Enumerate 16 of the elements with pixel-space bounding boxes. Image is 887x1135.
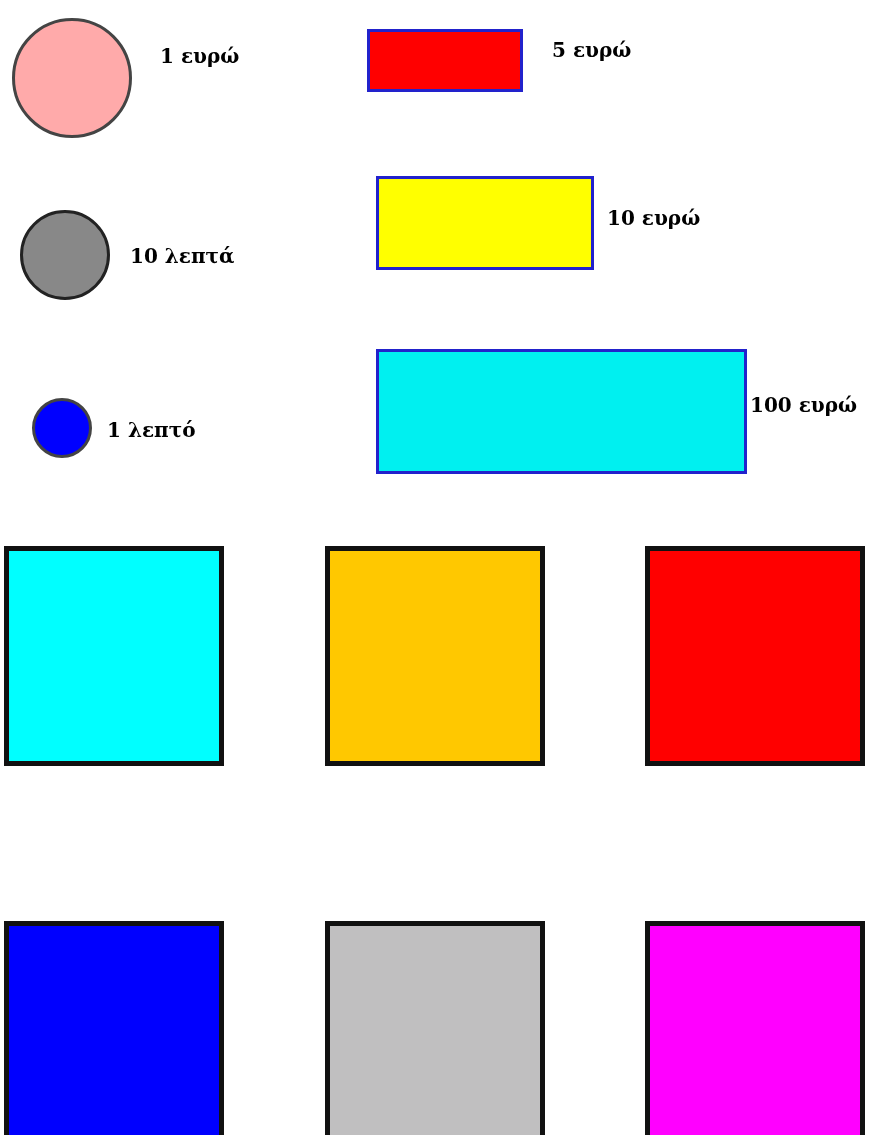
value-label: 1 λεπτό [107, 418, 196, 442]
banknote-rectangle [376, 349, 747, 474]
value-label: 5 ευρώ [552, 38, 632, 62]
color-square [645, 921, 865, 1135]
color-square [325, 546, 545, 766]
banknote-rectangle [376, 176, 594, 270]
value-label: 10 λεπτά [130, 244, 235, 268]
color-square [4, 921, 224, 1135]
value-label: 1 ευρώ [160, 44, 240, 68]
color-square [645, 546, 865, 766]
value-label: 10 ευρώ [607, 206, 701, 230]
color-square [4, 546, 224, 766]
value-label: 100 ευρώ [750, 393, 858, 417]
banknote-rectangle [367, 29, 523, 92]
coin-circle [32, 398, 92, 458]
color-square [325, 921, 545, 1135]
